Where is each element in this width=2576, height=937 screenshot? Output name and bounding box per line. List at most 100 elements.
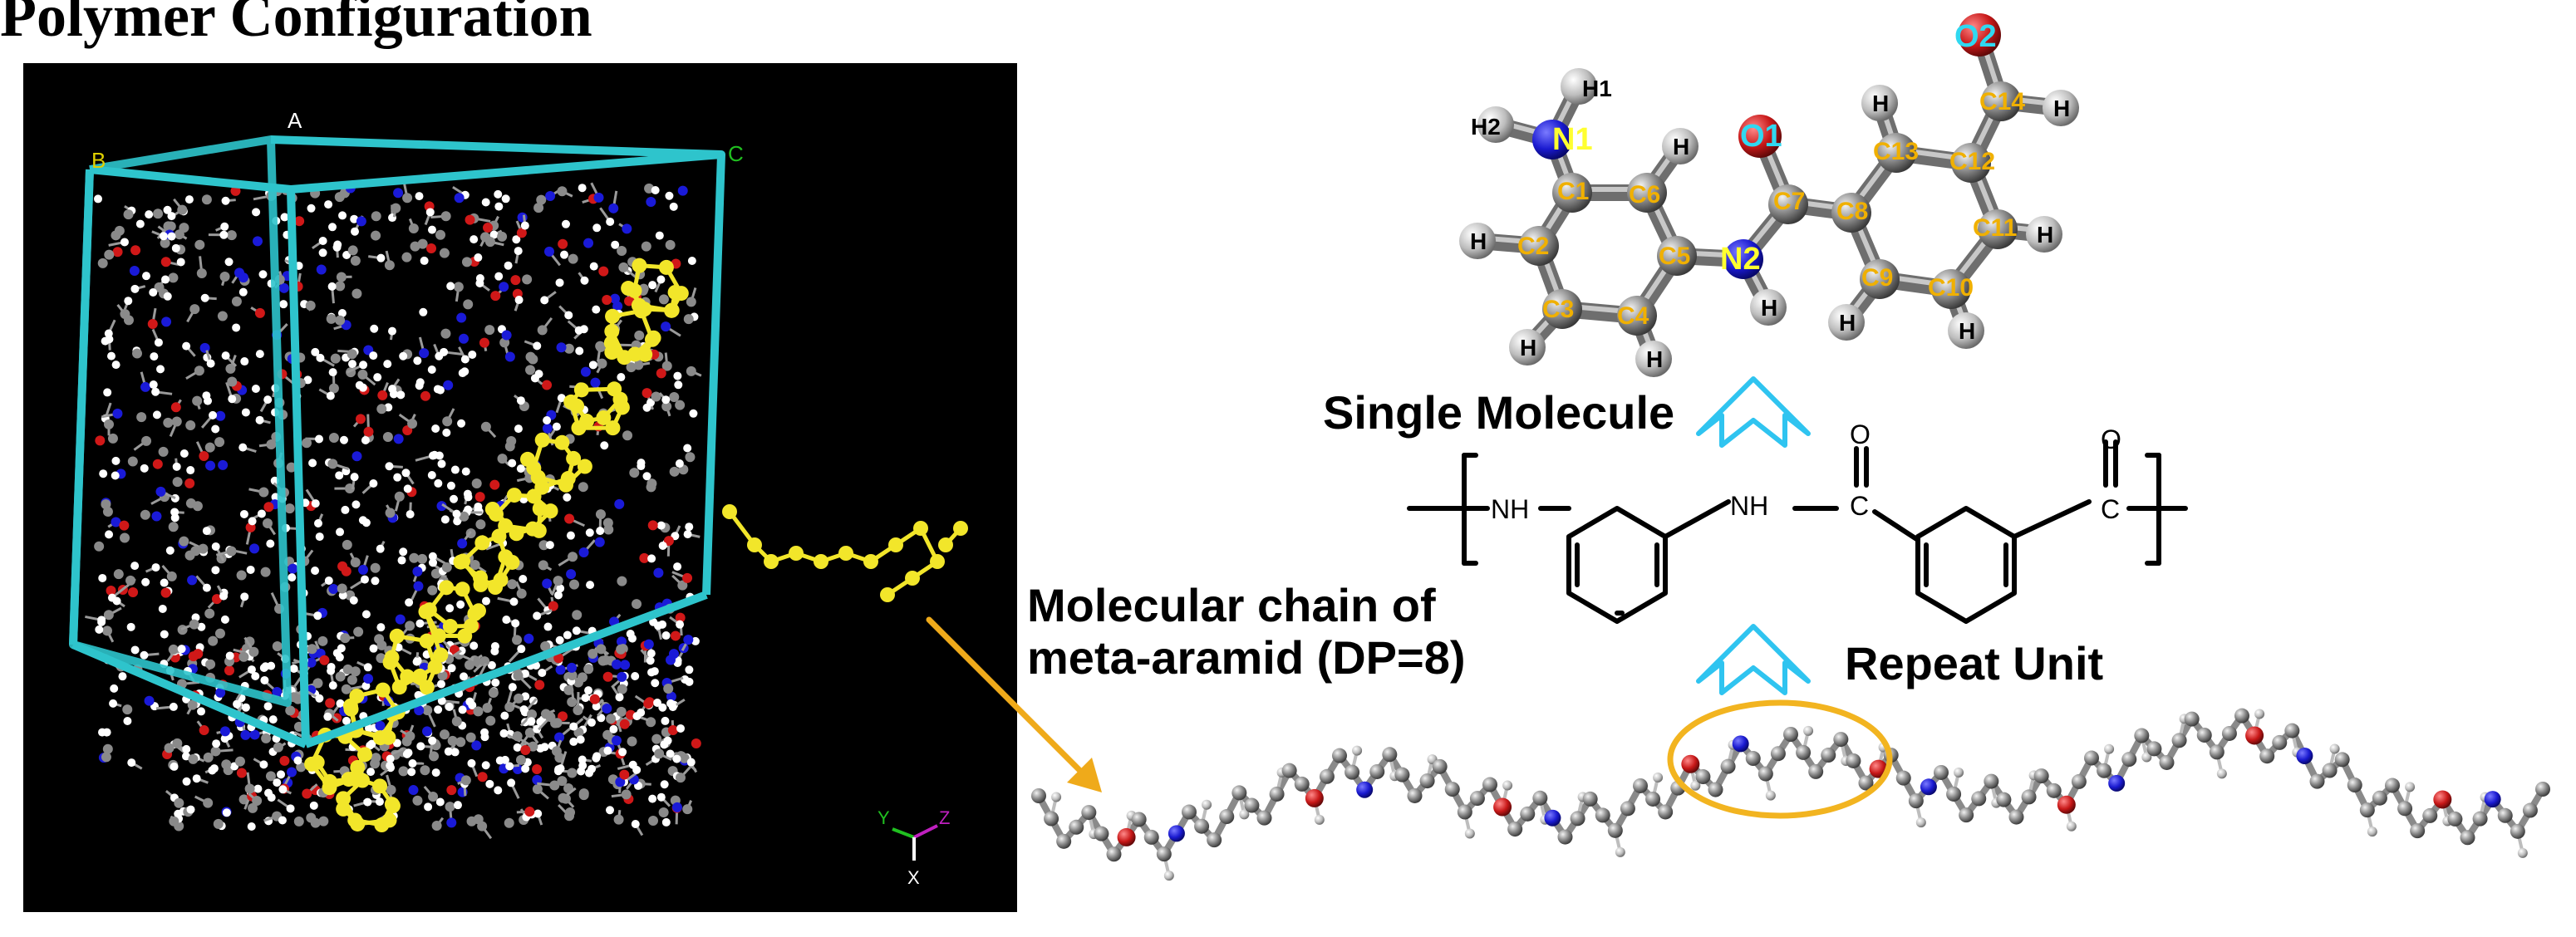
cell-atom bbox=[401, 252, 412, 262]
chain-atom bbox=[1493, 797, 1512, 817]
cell-atom bbox=[587, 718, 596, 727]
chain-hydrogen bbox=[1915, 817, 1926, 828]
cell-atom bbox=[427, 225, 436, 234]
cell-atom bbox=[184, 550, 195, 561]
cell-atom bbox=[366, 741, 375, 750]
cell-atom bbox=[376, 640, 387, 650]
cell-atom bbox=[112, 247, 123, 258]
chain-atoms bbox=[1031, 708, 2550, 881]
chain-atom bbox=[2134, 728, 2150, 743]
cell-atom bbox=[132, 348, 143, 359]
cell-atom bbox=[521, 764, 530, 773]
molecule-atom-c9 bbox=[1860, 259, 1900, 299]
atom-label-h: H bbox=[1839, 310, 1856, 336]
molecule-atom-c7 bbox=[1768, 184, 1808, 224]
cell-atom bbox=[357, 369, 368, 380]
cell-atom bbox=[671, 802, 682, 812]
cell-atom bbox=[439, 248, 450, 258]
cell-atom bbox=[677, 185, 688, 196]
cell-atom bbox=[363, 674, 374, 684]
cell-atom bbox=[639, 552, 650, 563]
cell-atom bbox=[225, 651, 234, 660]
cell-atom bbox=[444, 747, 453, 756]
cell-atom bbox=[375, 720, 386, 731]
chain-atom bbox=[1094, 826, 1109, 841]
cell-atom bbox=[233, 699, 242, 709]
cell-atom bbox=[253, 236, 263, 247]
cell-atom bbox=[641, 241, 651, 252]
cell-atom bbox=[111, 517, 121, 527]
cell-atom bbox=[443, 380, 454, 390]
cell-atom bbox=[236, 570, 247, 581]
cell-atom bbox=[174, 797, 184, 808]
molecule-atom-h13 bbox=[1861, 85, 1898, 121]
cell-atom bbox=[349, 596, 358, 605]
chain-atom bbox=[2046, 782, 2062, 798]
cell-atom bbox=[483, 223, 494, 233]
cell-atom bbox=[208, 635, 219, 646]
cell-atom bbox=[446, 481, 455, 490]
cell-atom bbox=[97, 258, 108, 268]
cell-atom bbox=[440, 347, 449, 356]
cell-atom bbox=[128, 587, 139, 598]
cell-atom bbox=[170, 762, 179, 771]
cell-atom bbox=[247, 822, 256, 832]
cell-atom bbox=[386, 784, 396, 795]
cell-atom bbox=[588, 361, 597, 370]
cell-atom bbox=[691, 738, 701, 749]
cell-atom bbox=[596, 527, 605, 536]
cell-atom bbox=[371, 211, 381, 222]
chain-atom bbox=[2108, 774, 2126, 792]
cell-atom bbox=[533, 724, 542, 733]
cell-atom bbox=[569, 579, 580, 590]
cell-atom bbox=[557, 394, 566, 403]
molecule-atom-c3 bbox=[1542, 289, 1582, 329]
cell-atom bbox=[646, 398, 655, 407]
cell-atom bbox=[598, 266, 609, 277]
cell-atom bbox=[676, 724, 686, 733]
cell-atom bbox=[167, 232, 176, 241]
cell-atom bbox=[351, 227, 360, 236]
cell-atom bbox=[585, 528, 594, 537]
cell-atom bbox=[347, 245, 358, 256]
cell-atom bbox=[516, 588, 527, 599]
chain-atom bbox=[1507, 822, 1523, 837]
chain-atom bbox=[2535, 782, 2550, 797]
cell-atom bbox=[528, 741, 538, 752]
cell-atom bbox=[313, 611, 322, 621]
chain-atom bbox=[2272, 734, 2288, 750]
chain-atom bbox=[491, 528, 507, 544]
chain-atom bbox=[2008, 809, 2024, 825]
cell-atom bbox=[94, 541, 105, 552]
cell-atom bbox=[202, 527, 211, 536]
cell-atom bbox=[293, 816, 304, 827]
cell-atom bbox=[312, 678, 323, 689]
cell-atom bbox=[161, 275, 170, 284]
cell-atom bbox=[316, 353, 325, 362]
chain-atom bbox=[913, 521, 928, 536]
cell-atom bbox=[450, 494, 459, 503]
cell-atom bbox=[606, 714, 617, 724]
cell-atom bbox=[142, 272, 151, 281]
cell-atom bbox=[313, 518, 322, 527]
cell-atom bbox=[428, 451, 437, 460]
cell-atom bbox=[279, 300, 288, 309]
cell-atom bbox=[251, 671, 260, 680]
cell-atom bbox=[475, 519, 486, 530]
cell-atom bbox=[568, 253, 578, 264]
cell-atom bbox=[163, 292, 172, 301]
chain-atom bbox=[764, 554, 779, 569]
cell-atom bbox=[431, 821, 442, 832]
cell-atom bbox=[324, 576, 333, 585]
cell-atom bbox=[209, 410, 218, 419]
cell-atom bbox=[241, 408, 250, 417]
cell-atom bbox=[527, 709, 538, 720]
chain-atom bbox=[2121, 752, 2137, 768]
cell-atom bbox=[371, 576, 380, 586]
cell-atom bbox=[258, 270, 268, 279]
cell-atom bbox=[575, 346, 584, 356]
cell-atom bbox=[272, 640, 283, 651]
cell-atom bbox=[266, 439, 277, 450]
chain-atom bbox=[400, 669, 415, 684]
cell-atom bbox=[403, 484, 412, 493]
